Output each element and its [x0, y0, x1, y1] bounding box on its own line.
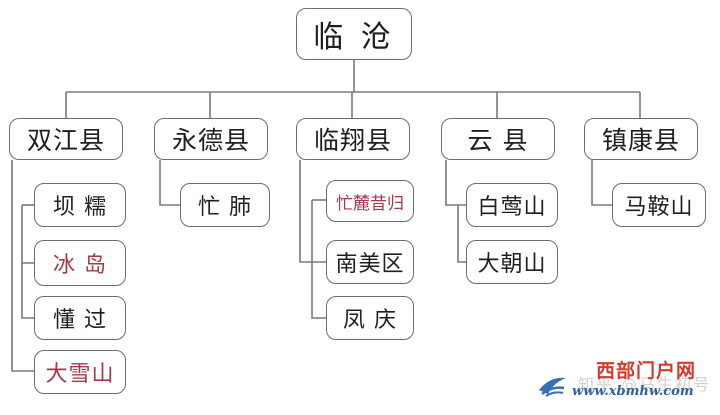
leaf-node-baiyingshan: 白莺山 [466, 183, 558, 227]
leaf-label: 大雪山 [45, 362, 115, 387]
leaf-node-mangfei: 忙 肺 [180, 183, 270, 227]
county-label: 双江县 [26, 126, 105, 155]
watermark-site-name: 西部门户网 [596, 360, 697, 382]
leaf-node-maanshan: 马鞍山 [612, 183, 706, 227]
leaf-label: 南美区 [335, 252, 405, 277]
leaf-node-manglu-xigui: 忙麓昔归 [326, 180, 414, 222]
county-node-yongde: 永德县 [154, 118, 268, 160]
leaf-node-bingdao: 冰 岛 [34, 240, 126, 286]
leaf-label: 坝 糯 [53, 195, 107, 220]
leaf-label: 大朝山 [477, 252, 547, 277]
county-node-zhenkang: 镇康县 [584, 118, 698, 160]
leaf-node-fengqing: 凤 庆 [326, 296, 414, 340]
county-label: 云 县 [467, 126, 529, 155]
leaf-label: 忙 肺 [198, 195, 252, 220]
site-logo-icon [539, 377, 566, 397]
watermark-faint-text: 知乎 @马生初号 [578, 375, 712, 394]
leaf-node-daxueshan: 大雪山 [34, 350, 126, 394]
watermark-url[interactable]: www.xbmhw.com [572, 384, 694, 399]
leaf-label: 懂 过 [53, 308, 107, 333]
county-label: 临翔县 [313, 126, 392, 155]
leaf-node-banuo: 坝 糯 [34, 183, 126, 227]
leaf-label: 凤 庆 [343, 308, 397, 333]
leaf-label: 马鞍山 [624, 195, 694, 220]
county-node-linxiang: 临翔县 [296, 118, 410, 160]
county-label: 永德县 [171, 126, 250, 155]
leaf-node-nanmeiqu: 南美区 [326, 240, 414, 284]
leaf-node-dongguo: 懂 过 [34, 296, 126, 340]
leaf-label: 忙麓昔归 [336, 193, 404, 214]
county-node-shuangjiang: 双江县 [9, 118, 123, 160]
county-node-yun: 云 县 [441, 118, 555, 160]
leaf-label: 白莺山 [477, 195, 547, 220]
county-label: 镇康县 [601, 126, 680, 155]
leaf-node-dachaoshan: 大朝山 [466, 240, 558, 284]
root-label: 临 沧 [313, 20, 395, 55]
root-node-lincang: 临 沧 [296, 8, 412, 60]
leaf-label: 冰 岛 [53, 253, 107, 278]
